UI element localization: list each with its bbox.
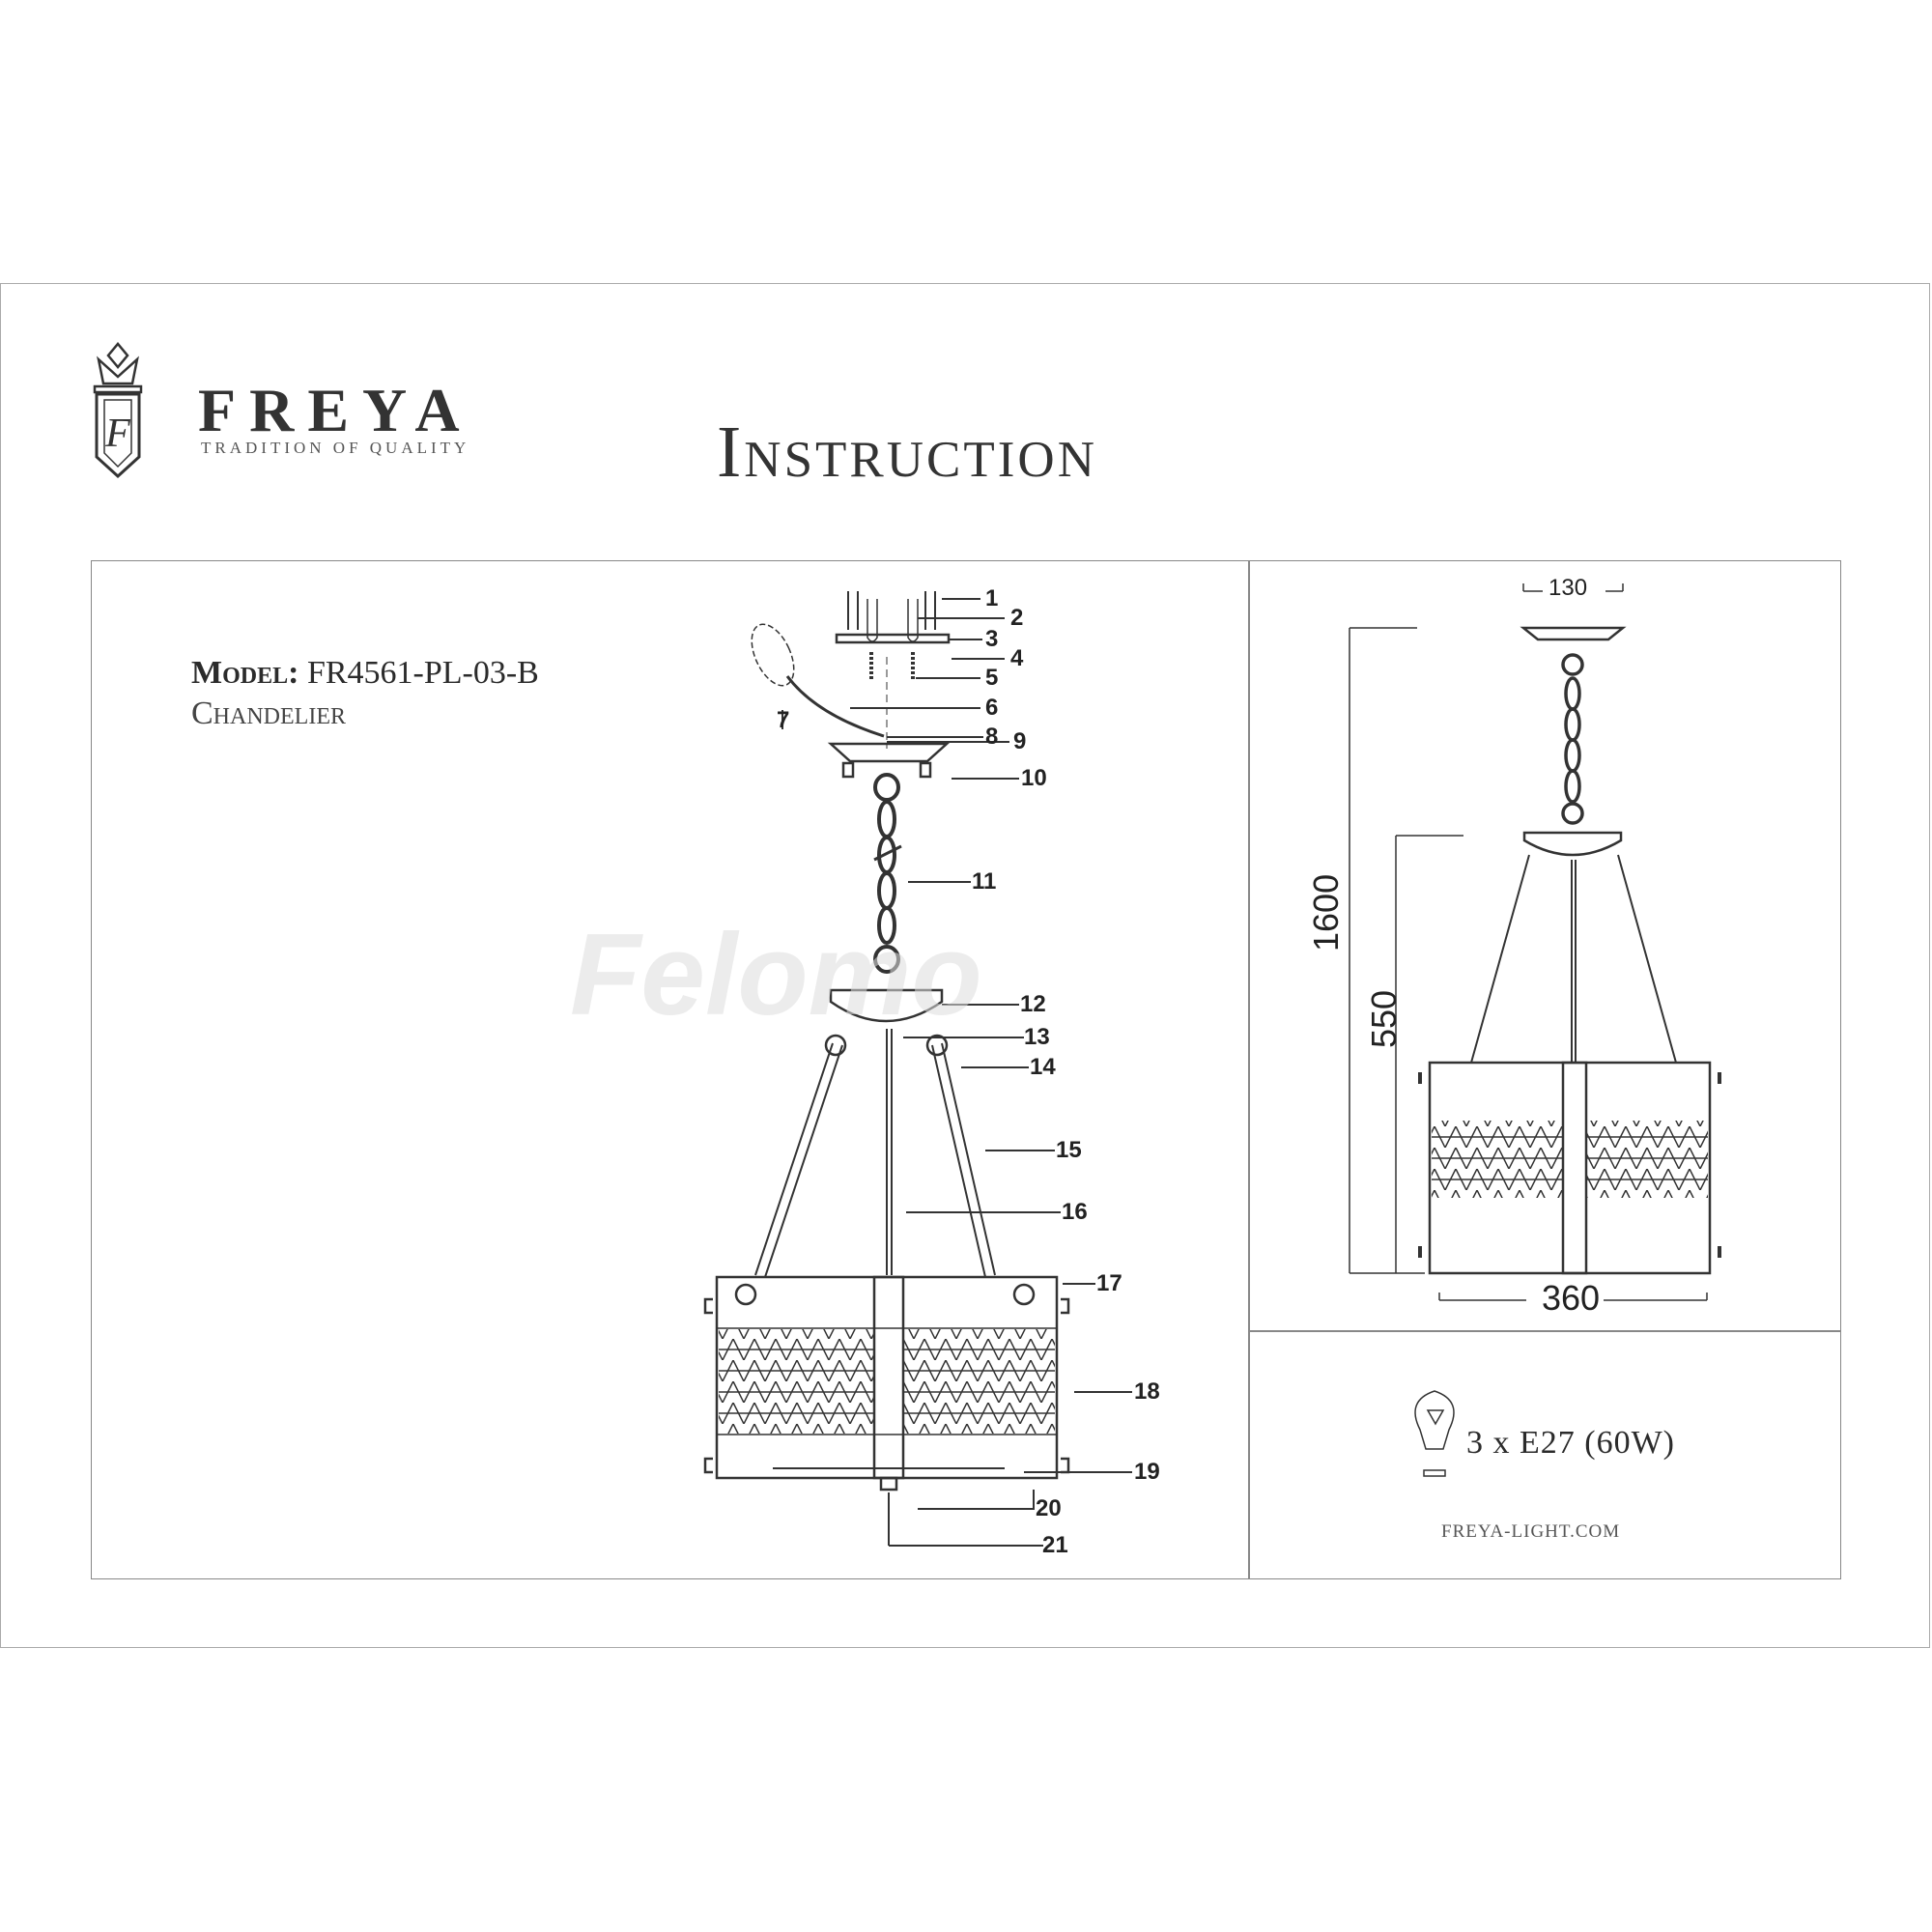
watermark: Felomo <box>570 910 982 1039</box>
mesh-shade <box>719 1329 873 1434</box>
part-label: 21 <box>1042 1532 1068 1558</box>
part-label: 12 <box>1020 991 1046 1017</box>
part-label: 9 <box>1013 728 1027 754</box>
bulb-icon <box>1414 1390 1455 1477</box>
divider-vertical <box>1248 560 1250 1579</box>
part-label: 17 <box>1096 1270 1122 1296</box>
mesh-shade <box>904 1329 1055 1434</box>
divider-horizontal <box>1248 1330 1841 1332</box>
part-label: 8 <box>985 724 999 750</box>
part-label: 6 <box>985 695 999 721</box>
model-line: Model: FR4561-PL-03-B <box>191 655 539 692</box>
mesh-shade <box>1432 1121 1562 1198</box>
part-label: 1 <box>985 585 999 611</box>
brand-name: FREYA <box>198 376 473 444</box>
page-frame <box>0 283 1930 1648</box>
part-label: 2 <box>1010 605 1024 631</box>
dimension-diagram <box>1349 583 1721 1301</box>
part-label: 16 <box>1062 1199 1088 1225</box>
brand-tagline: TRADITION OF QUALITY <box>201 439 470 457</box>
model-label: Model: <box>191 655 299 691</box>
part-label: 11 <box>972 868 997 895</box>
part-label: 7 <box>777 707 790 733</box>
part-label: 20 <box>1036 1495 1062 1521</box>
part-label: 5 <box>985 665 999 691</box>
svg-text:F: F <box>104 412 130 456</box>
exploded-diagram <box>703 591 1070 1492</box>
part-label: 14 <box>1030 1054 1056 1080</box>
part-label: 18 <box>1134 1378 1160 1405</box>
website: FREYA-LIGHT.COM <box>1441 1521 1621 1542</box>
leader-lines <box>850 598 1132 1547</box>
part-label: 19 <box>1134 1459 1160 1485</box>
part-label: 10 <box>1021 765 1047 791</box>
part-label: 3 <box>985 626 999 652</box>
part-label: 13 <box>1024 1024 1050 1050</box>
dim-body-width: 360 <box>1542 1278 1601 1318</box>
content-box <box>91 560 1841 1579</box>
page-title: Instruction <box>717 412 1097 493</box>
dim-total-height: 1600 <box>1306 873 1346 952</box>
logo-crest-icon: F <box>93 342 143 479</box>
part-label: 4 <box>1010 645 1024 671</box>
dim-canopy-width: 130 <box>1548 575 1588 601</box>
model-value: FR4561-PL-03-B <box>306 655 539 691</box>
bulb-spec: 3 x E27 (60W) <box>1466 1425 1676 1461</box>
mesh-shade <box>1587 1121 1708 1198</box>
dim-body-height: 550 <box>1364 989 1404 1048</box>
part-label: 15 <box>1056 1137 1082 1163</box>
product-type: Chandelier <box>191 696 346 731</box>
